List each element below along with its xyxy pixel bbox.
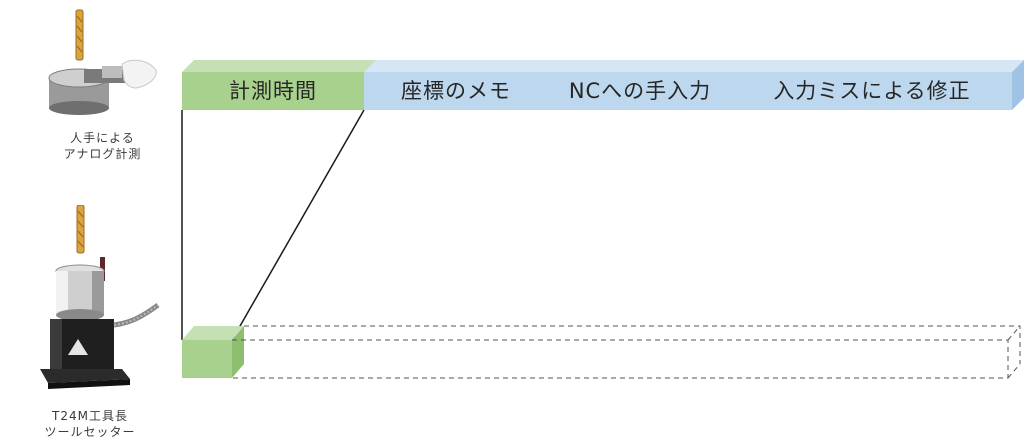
dial-gauge-icon <box>102 66 122 78</box>
bar-segment-top-measurement <box>182 60 376 72</box>
brand-logo-icon <box>68 339 88 355</box>
measuring-block-icon <box>49 101 109 115</box>
analog-caption: 人手による アナログ計測 <box>40 130 165 162</box>
bar-segment-correction <box>732 72 1012 110</box>
tool-setter-illustration <box>40 205 160 389</box>
analog-process-bar <box>182 60 1024 110</box>
setter-caption: T24M工具長 ツールセッター <box>20 408 160 440</box>
analog-measurement-illustration <box>48 9 157 115</box>
segment-label-correction: 入力ミスによる修正 <box>773 79 971 103</box>
hand-icon <box>121 59 157 89</box>
segment-label-memo: 座標のメモ <box>401 79 511 103</box>
bar-segment-nc-input <box>548 72 732 110</box>
setter-process-bar <box>182 325 1021 379</box>
analog-caption-line-1: 人手による <box>70 131 135 145</box>
analog-caption-line-2: アナログ計測 <box>63 147 142 161</box>
bar-segment-top-memo <box>364 60 560 72</box>
setter-caption-line-1: T24M工具長 <box>52 409 128 423</box>
bar-segment-top-correction <box>732 60 1024 72</box>
segment-label-nc-input: NCへの手入力 <box>568 79 712 103</box>
bar-segment-top-nc-input <box>548 60 744 72</box>
bar-segment-measurement <box>182 72 364 110</box>
setter-caption-line-2: ツールセッター <box>44 425 136 439</box>
segment-label-measurement: 計測時間 <box>229 79 317 103</box>
bar-segment-memo <box>364 72 548 110</box>
eliminated-time-outline <box>232 325 1021 379</box>
setter-bar-segment-measurement <box>182 340 232 378</box>
connector-line-end <box>231 109 365 341</box>
